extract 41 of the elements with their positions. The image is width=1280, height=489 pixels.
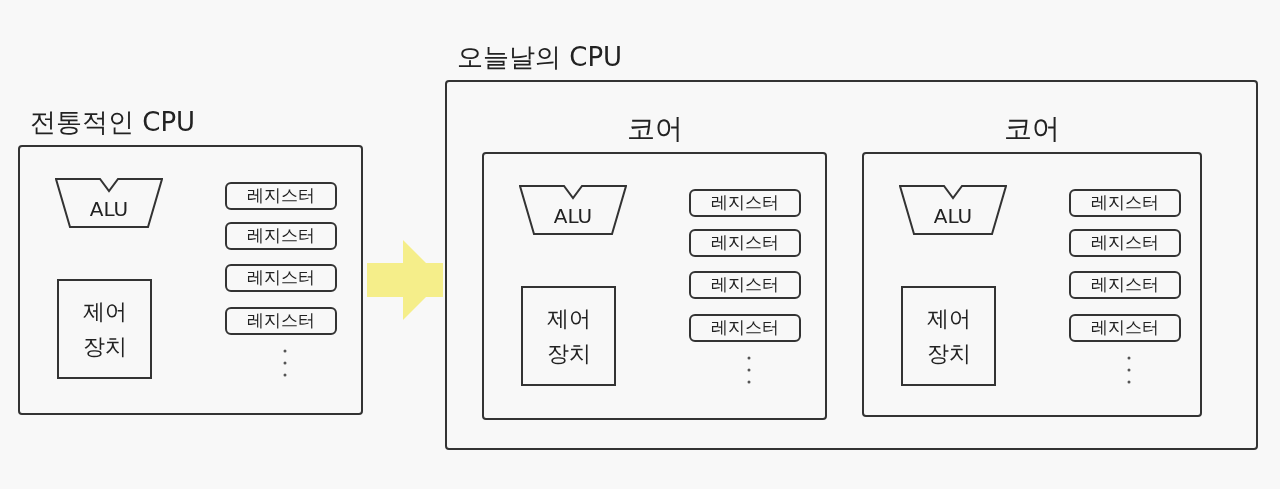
register-label: 레지스터 (711, 191, 779, 215)
register-box (1069, 189, 1181, 217)
register-box (225, 307, 337, 335)
register-label: 레지스터 (711, 273, 779, 297)
cpu-title: 전통적인 CPU (30, 106, 196, 139)
alu-trapezoid (899, 184, 1007, 236)
register-label: 레지스터 (247, 184, 315, 208)
register-box (689, 314, 801, 342)
cpu-title: 오늘날의 CPU (457, 41, 623, 74)
alu-label: ALU (553, 203, 593, 230)
alu-trapezoid (55, 177, 163, 229)
control-unit-box (57, 279, 152, 379)
control-unit-label: 제어 장치 (81, 297, 128, 361)
register-label: 레지스터 (1091, 231, 1159, 255)
register-box (689, 229, 801, 257)
register-box (1069, 314, 1181, 342)
register-label: 레지스터 (1091, 273, 1159, 297)
register-box (1069, 229, 1181, 257)
control-unit-label: 제어 장치 (545, 304, 592, 368)
register-label: 레지스터 (711, 316, 779, 340)
register-label: 레지스터 (247, 224, 315, 248)
register-box (225, 182, 337, 210)
control-unit-box (901, 286, 996, 386)
register-label: 레지스터 (247, 266, 315, 290)
register-box (689, 189, 801, 217)
alu-label: ALU (89, 196, 129, 223)
alu-trapezoid (519, 184, 627, 236)
core-title: 코어 (1004, 111, 1060, 147)
core-title: 코어 (626, 111, 683, 147)
control-unit-label: 제어 장치 (925, 304, 972, 368)
register-label: 레지스터 (711, 231, 779, 255)
register-box (689, 271, 801, 299)
arrow (367, 240, 443, 320)
register-box (1069, 271, 1181, 299)
control-unit-box (521, 286, 616, 386)
register-box (225, 222, 337, 250)
register-label: 레지스터 (1091, 316, 1159, 340)
alu-label: ALU (933, 203, 973, 230)
register-label: 레지스터 (247, 309, 315, 333)
register-label: 레지스터 (1091, 191, 1159, 215)
register-box (225, 264, 337, 292)
